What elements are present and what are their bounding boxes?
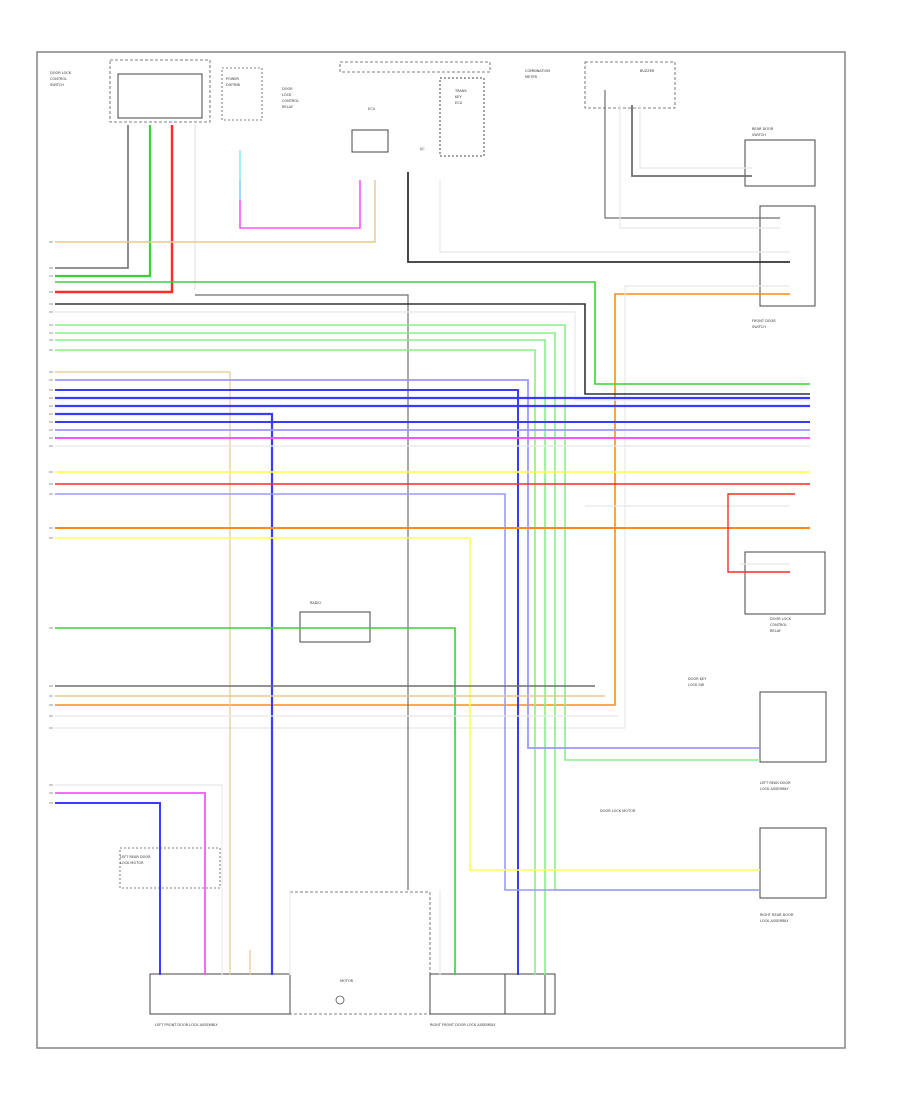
wire-blk-17 <box>55 303 810 395</box>
svg-text:FRONT DOOR: FRONT DOOR <box>752 319 776 323</box>
wire-blu-25 <box>55 389 519 975</box>
wire-wht-12 <box>619 105 780 229</box>
wire-gry-16 <box>195 294 409 890</box>
wire-org-13 <box>55 293 790 706</box>
wire-pnk-46 <box>55 792 206 975</box>
wire-grn-41 <box>55 627 456 975</box>
svg-text:MOTOR: MOTOR <box>340 979 354 983</box>
svg-text:SWITCH: SWITCH <box>50 83 64 87</box>
wire-lt_grn-22 <box>55 349 536 975</box>
svg-text:SWITCH: SWITCH <box>752 325 766 329</box>
wire-blu-47 <box>55 802 161 975</box>
wire-grn-1 <box>55 125 152 278</box>
wire-tan-23 <box>55 371 231 975</box>
wire-wht-45 <box>55 784 223 975</box>
wire-gry-9 <box>604 90 780 219</box>
wire-wht-8 <box>439 180 790 253</box>
wire-gry-0 <box>55 125 129 269</box>
wire-lt_grn-21 <box>55 339 546 975</box>
wire-gry-10 <box>631 105 752 177</box>
svg-text:RIGHT FRONT DOOR LOCK ASSEMBLY: RIGHT FRONT DOOR LOCK ASSEMBLY <box>430 1023 496 1027</box>
svg-text:ECU: ECU <box>455 101 463 105</box>
svg-text:RELAY: RELAY <box>282 105 294 109</box>
svg-text:POWER: POWER <box>226 77 240 81</box>
svg-text:BUZZER: BUZZER <box>640 69 655 73</box>
svg-text:DOOR LOCK: DOOR LOCK <box>770 617 792 621</box>
svg-text:SWITCH: SWITCH <box>752 133 766 137</box>
svg-text:COMBINATION: COMBINATION <box>525 69 550 73</box>
wire-grn-15 <box>55 281 810 385</box>
svg-text:RIGHT REAR DOOR: RIGHT REAR DOOR <box>760 913 794 917</box>
wire-red-39 <box>727 493 795 573</box>
wire-wht-11 <box>639 105 752 169</box>
wire-pnk-5 <box>239 180 361 229</box>
svg-text:LEFT REAR DOOR: LEFT REAR DOOR <box>760 781 791 785</box>
svg-text:CONTROL: CONTROL <box>50 77 67 81</box>
wire-wht-18 <box>55 311 810 401</box>
svg-text:J/C: J/C <box>419 147 425 151</box>
svg-text:LOCK ASSEMBLY: LOCK ASSEMBLY <box>760 919 789 923</box>
svg-text:DISTRIB: DISTRIB <box>226 83 241 87</box>
wire-lt_blu-35 <box>55 493 760 891</box>
svg-text:CONTROL: CONTROL <box>770 623 787 627</box>
svg-text:KEY: KEY <box>455 95 463 99</box>
labels: DOOR LOCK CONTROL SWITCH POWER DISTRIB D… <box>50 69 794 1027</box>
wire-yel-38 <box>55 537 760 871</box>
svg-text:TRANS: TRANS <box>454 89 467 93</box>
wire-blu-28 <box>55 412 274 975</box>
svg-text:LOCK: LOCK <box>282 93 292 97</box>
wire-lt_grn-19 <box>55 324 760 761</box>
wire-red-2 <box>55 125 174 294</box>
svg-text:LEFT REAR DOOR: LEFT REAR DOOR <box>120 855 151 859</box>
diagram-frame <box>36 51 846 1049</box>
svg-text:RADIO: RADIO <box>310 601 321 605</box>
wire-blk-7 <box>407 172 790 263</box>
svg-text:LOCK ASSEMBLY: LOCK ASSEMBLY <box>760 787 789 791</box>
svg-text:LEFT FRONT DOOR LOCK ASSEMBLY: LEFT FRONT DOOR LOCK ASSEMBLY <box>155 1023 219 1027</box>
wire-tan-4 <box>55 180 376 243</box>
svg-text:REAR DOOR: REAR DOOR <box>752 127 774 131</box>
svg-text:LOCK SW: LOCK SW <box>688 683 705 687</box>
wire-lt_blu-24 <box>55 379 760 749</box>
svg-text:RELAY: RELAY <box>770 629 782 633</box>
top-components <box>109 59 827 1015</box>
svg-text:DOOR LOCK MOTOR: DOOR LOCK MOTOR <box>600 809 636 813</box>
svg-text:CONTROL: CONTROL <box>282 99 299 103</box>
svg-text:DOOR LOCK: DOOR LOCK <box>50 71 72 75</box>
svg-text:DOOR: DOOR <box>282 87 293 91</box>
wire-wht-14 <box>55 285 790 729</box>
wires <box>49 90 810 975</box>
svg-text:LOCK MOTOR: LOCK MOTOR <box>120 861 144 865</box>
svg-text:ECU: ECU <box>368 107 376 111</box>
svg-text:DOOR KEY: DOOR KEY <box>688 677 707 681</box>
svg-text:METER: METER <box>525 75 538 79</box>
